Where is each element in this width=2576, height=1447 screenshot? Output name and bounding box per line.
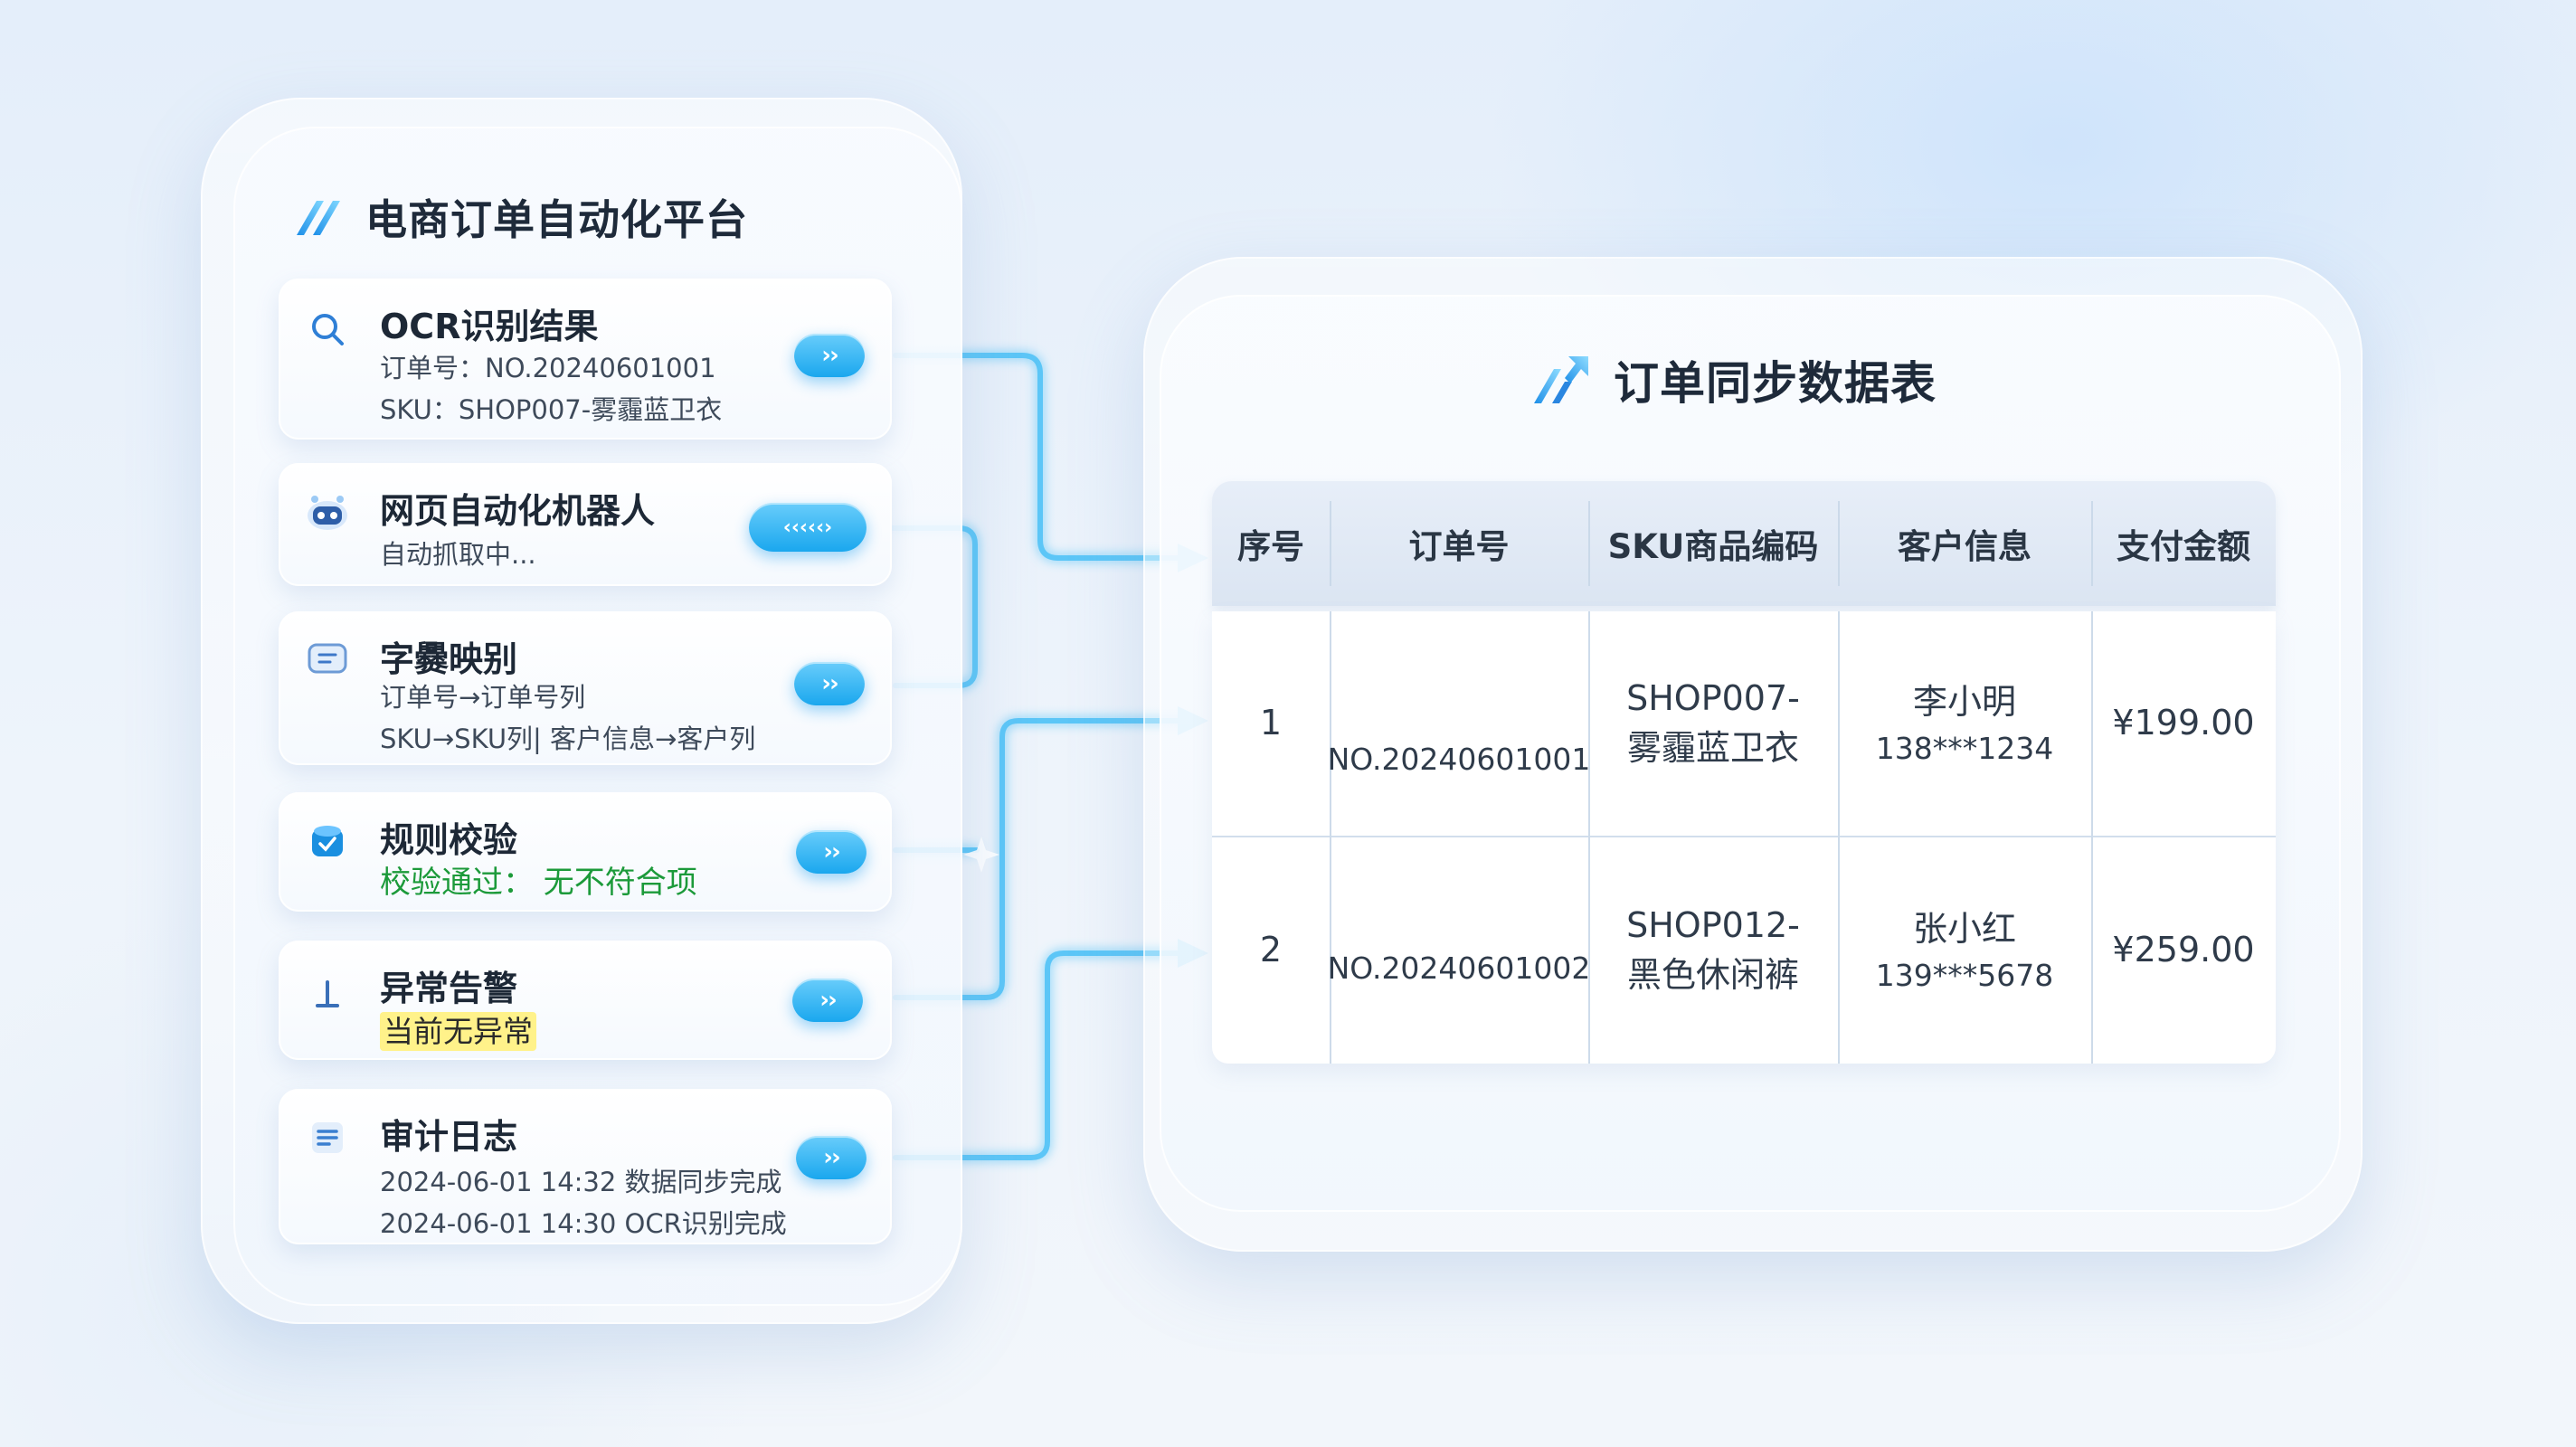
row-divider [1212, 836, 2276, 837]
mapping-icon [302, 633, 353, 684]
alert-status-text: 当前无异常 [380, 1012, 536, 1051]
table-row-1-sku: SHOP007- 雾霾蓝卫衣 [1588, 611, 1838, 836]
mapping-rule-sku: SKU→SKU列| 客户信息→客户列 [380, 724, 756, 754]
audit-forward-button[interactable]: ›› [796, 1136, 867, 1179]
table-row-1-order: NO.20240601001 [1327, 742, 1591, 778]
card-title: 审计日志 [380, 1117, 518, 1157]
alert-pin-icon [302, 969, 353, 1020]
robot-sync-button[interactable]: ‹‹‹‹‹› [749, 503, 867, 552]
sparkle-icon [963, 837, 999, 873]
robot-icon [302, 487, 353, 537]
table-row-2-customer: 张小红 139***5678 [1838, 837, 2091, 1064]
sku-name: 雾霾蓝卫衣 [1626, 728, 1799, 768]
check-cup-icon [302, 816, 353, 866]
sku-name: 黑色休闲裤 [1626, 955, 1799, 995]
column-header-index: 序号 [1237, 527, 1304, 566]
alert-status-badge: 当前无异常 [380, 1007, 536, 1051]
card-web-robot[interactable]: 网页自动化机器人 自动抓取中... ‹‹‹‹‹› [279, 463, 892, 586]
ocr-forward-button[interactable]: ›› [794, 334, 865, 377]
column-header-sku: SKU商品编码 [1607, 527, 1819, 566]
table-row-1-index: 1 [1259, 703, 1283, 743]
audit-log-entry: 2024-06-01 14:30 OCR识别完成 [380, 1208, 787, 1239]
search-icon [302, 304, 353, 355]
table-title: 订单同步数据表 [1614, 357, 1937, 410]
sync-chart-logo-icon [1534, 356, 1588, 403]
ocr-order-number: 订单号：NO.20240601001 [380, 353, 716, 383]
column-divider [2091, 611, 2093, 1064]
card-rule-validation[interactable]: 规则校验 校验通过： 无不符合项 ›› [279, 792, 892, 912]
robot-status: 自动抓取中... [380, 539, 536, 570]
mapping-forward-button[interactable]: ›› [794, 662, 865, 705]
card-title: OCR识别结果 [380, 307, 599, 346]
card-title: 规则校验 [380, 820, 518, 860]
sku-code: SHOP007- [1626, 677, 1800, 718]
column-header-order: 订单号 [1408, 527, 1510, 566]
customer-name: 李小明 [1912, 681, 2016, 722]
platform-header: 电商订单自动化平台 [289, 181, 748, 253]
document-icon [302, 1112, 353, 1163]
mapping-rule-order: 订单号→订单号列 [380, 682, 586, 713]
table-row-1-customer: 李小明 138***1234 [1838, 611, 2091, 836]
sku-code: SHOP012- [1626, 904, 1800, 945]
card-audit-log[interactable]: 审计日志 2024-06-01 14:32 数据同步完成 2024-06-01 … [279, 1089, 892, 1244]
table-header-row: 序号 订单号 SKU商品编码 客户信息 支付金额 [1212, 481, 2276, 606]
platform-title: 电商订单自动化平台 [365, 195, 748, 244]
card-exception-alert[interactable]: 异常告警 当前无异常 ›› [279, 941, 892, 1060]
column-header-amount: 支付金额 [2117, 527, 2250, 566]
validation-result: 校验通过： 无不符合项 [380, 865, 697, 901]
column-divider [1838, 611, 1840, 1064]
audit-log-entry: 2024-06-01 14:32 数据同步完成 [380, 1167, 782, 1197]
table-body: 1 NO.20240601001 SHOP007- 雾霾蓝卫衣 李小明 138*… [1212, 611, 2276, 1064]
column-header-customer: 客户信息 [1898, 527, 2031, 566]
column-divider [1588, 611, 1590, 1064]
column-divider [1330, 611, 1331, 1064]
customer-phone: 138***1234 [1875, 730, 2054, 766]
table-row-2-amount: ¥259.00 [2112, 930, 2255, 970]
column-divider [1838, 501, 1840, 586]
ocr-sku: SKU：SHOP007-雾霾蓝卫衣 [380, 394, 723, 425]
table-row-2-order: NO.20240601002 [1327, 950, 1591, 987]
table-row-2-sku: SHOP012- 黑色休闲裤 [1588, 837, 1838, 1064]
card-field-mapping[interactable]: 字爨映别 订单号→订单号列 SKU→SKU列| 客户信息→客户列 ›› [279, 611, 892, 765]
order-sync-table: 序号 订单号 SKU商品编码 客户信息 支付金额 1 NO.2024060100… [1212, 481, 2276, 1065]
alert-forward-button[interactable]: ›› [792, 979, 863, 1022]
card-title: 字爨映别 [380, 639, 518, 679]
table-row-1-amount: ¥199.00 [2112, 703, 2255, 743]
validation-forward-button[interactable]: ›› [796, 830, 867, 874]
column-divider [1588, 501, 1590, 586]
table-row-2-index: 2 [1259, 930, 1283, 970]
column-divider [2091, 501, 2093, 586]
card-title: 异常告警 [380, 969, 518, 1008]
table-header: 订单同步数据表 [1529, 344, 1937, 416]
card-ocr-result[interactable]: OCR识别结果 订单号：NO.20240601001 SKU：SHOP007-雾… [279, 279, 892, 440]
customer-phone: 139***5678 [1875, 957, 2054, 993]
double-slash-logo-icon [297, 201, 340, 235]
column-divider [1330, 501, 1331, 586]
card-title: 网页自动化机器人 [380, 491, 656, 531]
customer-name: 张小红 [1912, 908, 2016, 949]
